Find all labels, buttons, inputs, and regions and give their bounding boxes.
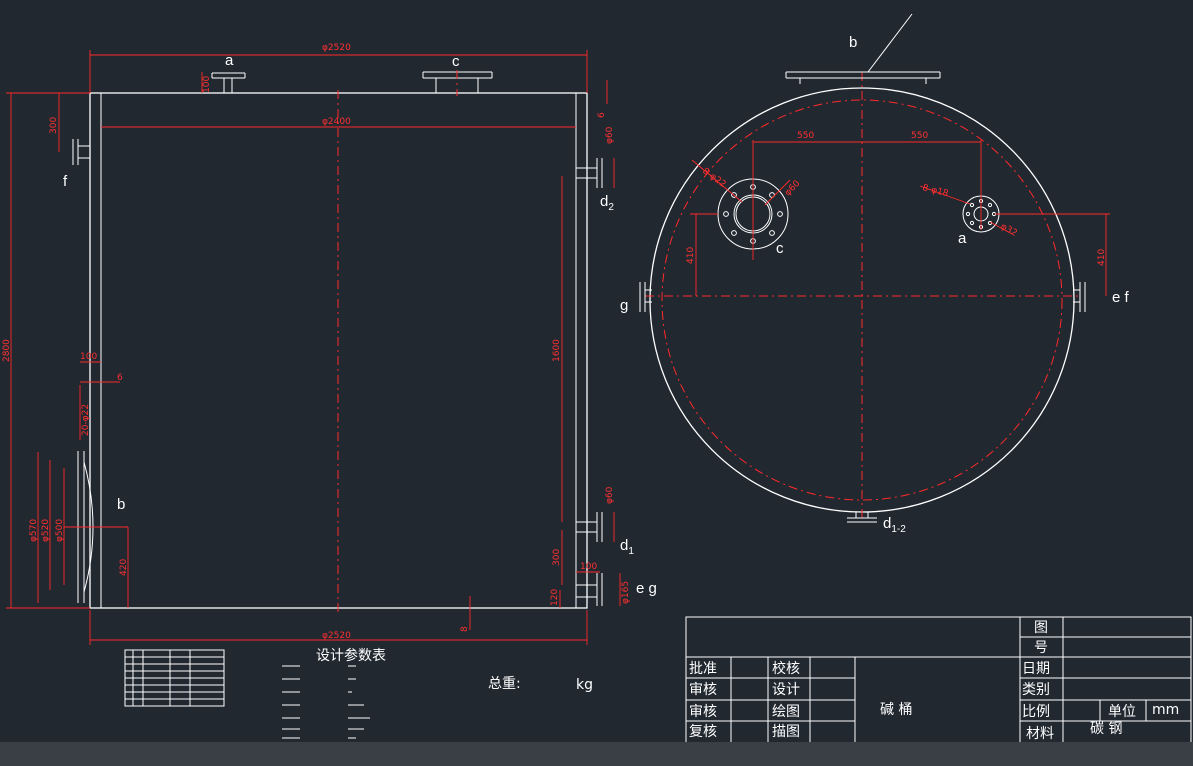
dim-a-size: φ32	[999, 222, 1019, 239]
top-label-g: g	[620, 297, 628, 314]
total-weight-label: 总重:	[488, 676, 521, 692]
side-nozzle-ef	[1073, 282, 1086, 312]
dim-height: 2800	[2, 339, 12, 362]
front-dimensions	[6, 50, 621, 645]
dim-wall-right: 6	[597, 112, 607, 118]
design-params-table: 设计参数表	[282, 647, 386, 739]
tb-recheck: 复核	[689, 723, 717, 740]
tb-material: 材料	[1026, 726, 1054, 742]
tb-material-value: 碳 钢	[1090, 721, 1122, 737]
label-d2: d2	[600, 193, 614, 213]
label-a: a	[225, 52, 234, 69]
top-label-b: b	[849, 34, 857, 51]
status-bar	[0, 742, 1193, 766]
tb-category: 类别	[1022, 682, 1050, 698]
top-label-c: c	[776, 240, 784, 257]
manhole-b	[64, 451, 128, 603]
design-params-title: 设计参数表	[316, 647, 386, 664]
top-label-ef: e f	[1112, 289, 1130, 306]
inner-circle	[661, 99, 1063, 501]
side-nozzle-g	[639, 282, 652, 312]
top-nozzle-b	[785, 13, 941, 84]
total-weight-unit: kg	[576, 677, 593, 693]
dim-left-550: 550	[797, 131, 814, 141]
nozzle-d2	[576, 158, 603, 188]
dim-side-100: 100	[80, 352, 97, 362]
tb-unit-value: mm	[1152, 702, 1179, 718]
dim-right-550: 550	[911, 131, 928, 141]
top-label-a: a	[958, 230, 967, 247]
nozzle-c	[422, 70, 493, 96]
dim-b-d1: φ570	[29, 519, 39, 542]
top-label-d12: d1-2	[883, 515, 906, 535]
dim-bottom-width: φ2520	[322, 631, 351, 641]
tb-unit: 单位	[1108, 704, 1136, 720]
label-d1: d1	[620, 537, 634, 557]
tb-scale: 比例	[1022, 704, 1050, 720]
tb-draw: 绘图	[772, 704, 800, 720]
label-f: f	[63, 173, 68, 190]
tb-drawing-no-1: 图	[1034, 620, 1048, 636]
dim-top-flange: 100	[202, 76, 212, 93]
dim-mid-height: 1600	[552, 339, 562, 362]
dim-a-bolts: 8-φ18	[921, 183, 949, 199]
dim-b-d3: φ500	[55, 519, 65, 542]
dim-bottom-thk: 8	[460, 626, 470, 632]
dim-left-410: 410	[686, 247, 696, 264]
dim-eg-size: φ165	[621, 581, 631, 604]
materials-table	[124, 649, 225, 707]
dim-eg-offset: 100	[580, 562, 597, 572]
dim-inner-width: φ2400	[322, 117, 351, 127]
dim-d1-height: 300	[552, 549, 562, 566]
tb-review: 审核	[689, 682, 717, 698]
dim-eg-height: 120	[550, 589, 560, 606]
dim-b-d2: φ520	[41, 519, 51, 542]
front-view: φ2520 φ2400 φ2520 2800 300 100 6 φ60 φ60…	[2, 43, 657, 645]
top-view: 550 550 8-φ22 φ60 8-φ18 φ32 410 410 b c …	[620, 13, 1130, 535]
tb-review2: 审核	[689, 704, 717, 720]
tb-proofread: 校核	[772, 660, 800, 677]
label-c: c	[452, 53, 460, 70]
dim-c-bolts: 8-φ22	[700, 166, 727, 190]
dim-right-410: 410	[1097, 249, 1107, 266]
tb-date: 日期	[1022, 661, 1050, 677]
dim-top-width: φ2520	[322, 43, 351, 53]
top-dimensions	[690, 141, 1107, 296]
dim-bolt-spec: 20-φ22	[81, 404, 91, 436]
label-eg: e g	[636, 580, 657, 597]
dim-b-height: 420	[119, 559, 129, 576]
dim-d1-size: φ60	[605, 486, 615, 504]
nozzle-a-plan	[962, 140, 1110, 233]
nozzle-d1	[576, 512, 603, 542]
dim-side-6: 6	[117, 373, 123, 383]
tb-title: 碱 桶	[880, 702, 912, 718]
nozzle-eg	[576, 573, 603, 606]
nozzle-f	[72, 139, 90, 165]
dim-d2-size: φ60	[605, 126, 615, 144]
dim-c-size: φ60	[783, 179, 803, 199]
tb-design: 设计	[772, 682, 800, 698]
label-b: b	[117, 496, 125, 513]
bottom-nozzle-d12	[847, 512, 877, 523]
tb-trace: 描图	[772, 724, 800, 740]
nozzle-a	[211, 72, 246, 93]
dim-f-offset: 300	[49, 117, 59, 134]
tb-drawing-no-2: 号	[1034, 640, 1048, 656]
tb-approve: 批准	[689, 661, 717, 677]
